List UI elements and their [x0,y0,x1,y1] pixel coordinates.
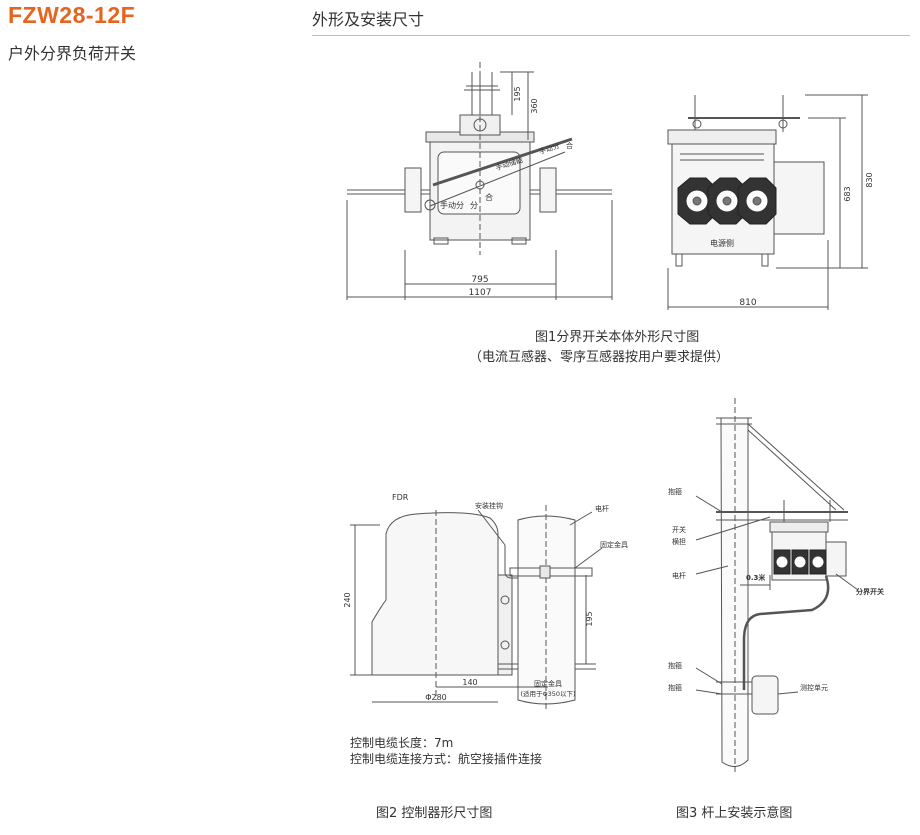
fig1-side-view [667,94,868,310]
dim-195-top: 195 [513,86,522,101]
fig1-caption-line2: （电流互感器、零序互感器按用户要求提供） [469,350,730,365]
dim-795: 795 [471,275,488,285]
label-control-unit: 测控单元 [800,683,828,692]
dim-1107: 1107 [469,288,492,298]
dim-830: 830 [865,172,874,187]
label-hoop-low: 抱箍 [668,683,682,692]
fig2-caption: 图2 控制器形尺寸图 [376,806,493,821]
label-fixture: 固定金具 [600,540,628,549]
section-divider [312,35,910,36]
label-boundary-switch: 分界开关 [856,587,884,596]
label-fdr: FDR [392,493,409,502]
product-subtitle: 户外分界负荷开关 [8,44,137,63]
dim-280: Φ280 [425,693,447,702]
fig2-note-line2: 控制电缆连接方式：航空接插件连接 [350,752,543,766]
label-hoop-mid: 抱箍 [668,661,682,670]
label-fixture-bottom-note: (适用于Φ350以下) [520,689,575,698]
label-power-side: 电源侧 [710,238,734,248]
label-manual: 手动分 [440,200,464,210]
model-number: FZW28-12F [8,2,136,28]
label-he: 合 [485,192,493,202]
dim-683: 683 [843,186,852,201]
fig1-caption-line1: 图1分界开关本体外形尺寸图 [535,330,700,345]
label-switch-arm-2: 横担 [672,537,686,546]
label-pole-fig3: 电杆 [672,571,686,580]
label-pole-fig2: 电杆 [595,504,609,513]
fig3-caption: 图3 杆上安装示意图 [676,806,793,821]
label-hoop-top: 抱箍 [668,487,682,496]
dim-360: 360 [530,98,539,113]
dim-195: 195 [585,611,594,626]
label-hand-close: 合 [566,141,573,150]
label-switch-arm-1: 开关 [672,525,686,534]
label-distance: 0.3米 [746,573,766,582]
fig3-pole-installation [695,398,859,772]
dim-140: 140 [462,678,477,687]
label-fixture-bottom: 固定金具 [534,679,562,688]
section-title: 外形及安装尺寸 [312,10,425,29]
fig2-controller [350,505,603,712]
dim-810: 810 [739,298,756,308]
label-hook: 安装挂钩 [475,501,503,510]
fig2-note-line1: 控制电缆长度：7m [350,736,454,750]
fig1-front-view [346,62,613,300]
label-fen: 分 [470,201,478,210]
label-hand-open: 手动分 [538,141,561,156]
dim-240: 240 [343,592,352,607]
